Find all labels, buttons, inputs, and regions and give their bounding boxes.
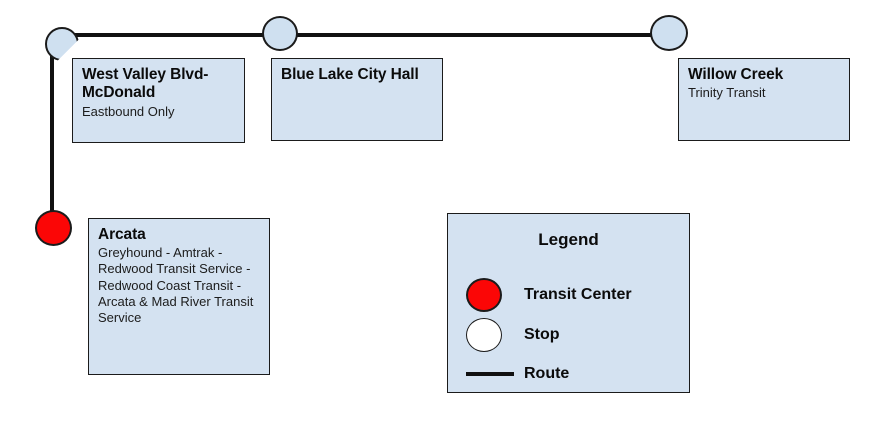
legend: Legend Transit Center Stop Route [447, 213, 690, 393]
stop-node-willow-creek[interactable] [650, 15, 688, 51]
legend-item-transit-center: Transit Center [448, 274, 689, 316]
route-line-horizontal [52, 33, 670, 37]
stop-label-title: Arcata [98, 226, 146, 243]
stop-label-arcata: Arcata Greyhound - Amtrak - Redwood Tran… [88, 218, 270, 375]
legend-item-label: Transit Center [524, 286, 632, 303]
stop-label-willow-creek: Willow Creek Trinity Transit [678, 58, 850, 141]
stop-label-subtitle: Greyhound - Amtrak - Redwood Transit Ser… [98, 245, 254, 325]
stop-label-blue-lake-city-hall: Blue Lake City Hall [271, 58, 443, 141]
legend-title: Legend [538, 230, 599, 249]
legend-item-label: Stop [524, 326, 560, 343]
legend-swatch-wrapper [448, 314, 524, 356]
stop-label-title: West Valley Blvd-McDonald [82, 66, 209, 102]
stop-label-subtitle: Trinity Transit [688, 85, 766, 101]
route-line-vertical [50, 33, 54, 229]
transit-center-icon [466, 278, 502, 312]
stop-icon [466, 318, 502, 352]
legend-item-stop: Stop [448, 314, 689, 356]
route-line-icon [466, 372, 514, 376]
legend-item-label: Route [524, 365, 570, 382]
legend-swatch-wrapper [448, 353, 524, 395]
stop-label-title: Blue Lake City Hall [281, 66, 419, 83]
transit-center-node-arcata[interactable] [35, 210, 72, 246]
stop-node-blue-lake-city-hall[interactable] [262, 16, 298, 51]
legend-swatch-wrapper [448, 274, 524, 316]
legend-item-route: Route [448, 353, 689, 395]
stop-label-west-valley-blvd-mcdonald: West Valley Blvd-McDonald Eastbound Only [72, 58, 245, 143]
stop-node-west-valley-blvd-mcdonald[interactable] [45, 27, 79, 61]
stop-label-subtitle: Eastbound Only [82, 103, 175, 119]
stop-label-title: Willow Creek [688, 66, 784, 83]
